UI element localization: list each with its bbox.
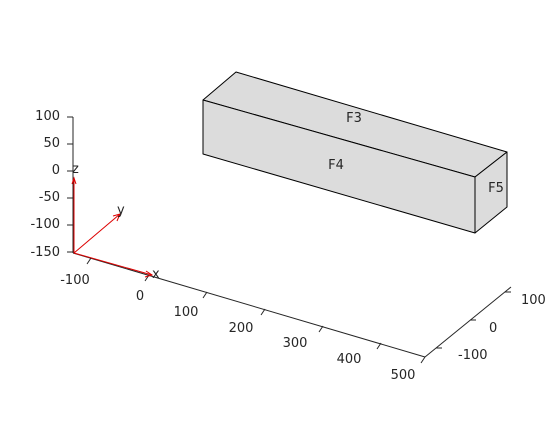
triad-y-arrow <box>73 213 121 254</box>
x-tick-mark <box>318 325 324 333</box>
z-tick-label: 0 <box>52 163 60 178</box>
z-tick-label: 50 <box>43 136 60 151</box>
triad-z-label: z <box>72 162 79 177</box>
triad-y-label: y <box>117 203 125 218</box>
x-axis-line <box>72 252 426 358</box>
x-tick-mark <box>420 356 426 364</box>
triad-x-arrowhead <box>144 270 154 278</box>
triad-x-arrow <box>73 252 153 276</box>
x-tick-mark <box>260 308 266 316</box>
face-label-f4: F4 <box>328 158 344 173</box>
face-label-f5: F5 <box>488 181 504 196</box>
y-tick-label: -100 <box>458 348 488 363</box>
x-tick-mark <box>202 291 208 299</box>
triad-y-arrowhead <box>112 213 121 222</box>
face-label-f3: F3 <box>346 111 362 126</box>
z-tick-label: -100 <box>30 217 60 232</box>
x-tick-label: 500 <box>391 368 416 383</box>
x-tick-label: 300 <box>283 336 308 351</box>
face-right <box>474 151 508 234</box>
box-solid: F3 F4 F5 <box>202 71 508 234</box>
z-axis: 100 50 0 -50 -100 -150 <box>30 109 74 260</box>
coordinate-triad: z y x <box>71 162 160 282</box>
z-tick-label: 100 <box>35 109 60 124</box>
x-tick-label: 0 <box>136 289 144 304</box>
x-tick-label: 400 <box>337 352 362 367</box>
z-tick-label: -50 <box>39 190 60 205</box>
x-tick-mark <box>86 257 92 265</box>
x-tick-label: 100 <box>174 305 199 320</box>
x-tick-label: 200 <box>229 321 254 336</box>
x-tick-mark <box>376 342 382 350</box>
x-axis: -100 0 100 200 300 400 500 <box>60 252 426 383</box>
triad-z-arrowhead <box>71 176 77 185</box>
z-tick-label: -150 <box>30 245 60 260</box>
y-tick-label: 0 <box>489 321 497 336</box>
y-axis-line <box>424 286 512 358</box>
y-tick-label: 100 <box>521 293 546 308</box>
x-tick-label: -100 <box>60 273 90 288</box>
y-axis: 100 0 -100 <box>424 286 546 363</box>
triad-x-label: x <box>152 267 160 282</box>
